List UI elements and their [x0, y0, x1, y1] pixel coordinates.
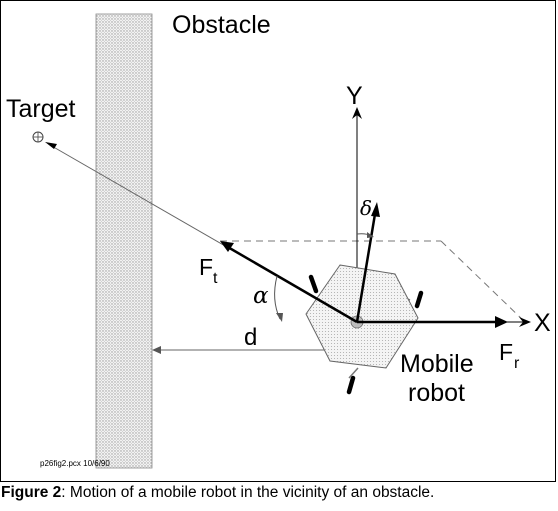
resultant-vector [355, 202, 380, 323]
ft-label: F t [199, 254, 218, 287]
caption-text: : Motion of a mobile robot in the vicini… [61, 484, 435, 501]
x-axis-label: X [534, 309, 551, 337]
diagram-canvas: Obstacle X Y d Target [6, 11, 551, 469]
wheel-right [414, 290, 424, 309]
ft-label-main: F [199, 254, 213, 280]
delta-label: δ [360, 196, 372, 220]
wheel-bottom [346, 375, 356, 395]
force-parallelogram [220, 240, 526, 323]
force-ft-vector [220, 241, 358, 324]
y-axis-label: Y [346, 82, 363, 110]
distance-d-label: d [244, 324, 257, 351]
file-tag: p26fig2.pcx 10/6/90 [40, 459, 110, 468]
force-fr-vector [357, 316, 508, 328]
wheel-left [308, 274, 319, 294]
figure-frame [0, 0, 556, 482]
fr-label-main: F [499, 339, 513, 365]
figure-caption: Figure 2: Motion of a mobile robot in th… [1, 484, 434, 502]
obstacle-wall [95, 13, 153, 469]
mobile-label: Mobile [400, 350, 474, 378]
robot-wheels [308, 274, 424, 395]
alpha-arc [274, 275, 281, 320]
alpha-label: α [253, 283, 269, 309]
ft-label-sub: t [213, 270, 218, 287]
fr-label-sub: r [514, 355, 520, 372]
fr-label: F r [499, 339, 520, 372]
caption-figure-label: Figure 2 [1, 484, 62, 501]
robot-label: robot [408, 379, 465, 407]
obstacle-label: Obstacle [172, 11, 271, 39]
target-label: Target [6, 95, 76, 123]
mobile-robot-body [305, 264, 419, 369]
target-marker [32, 131, 44, 143]
